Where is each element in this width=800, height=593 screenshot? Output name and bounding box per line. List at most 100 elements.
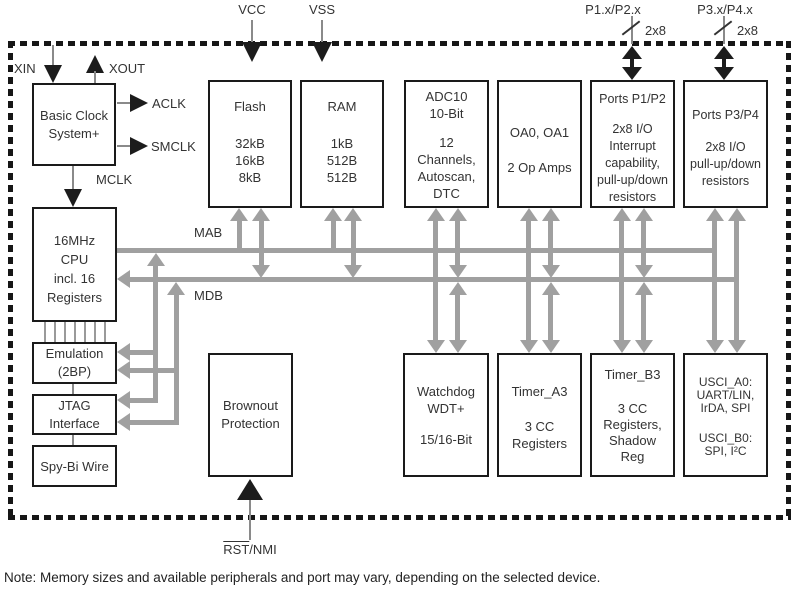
- oa-mdb-arrowhead: [541, 265, 560, 278]
- ram-mdb-arrowhead: [344, 265, 362, 278]
- p34-bus-arrowhead: [727, 208, 746, 221]
- timerb3-bus-arrowhead: [634, 340, 653, 353]
- ram-size-3: 512B: [326, 170, 358, 185]
- usci-mab-arrowhead: [705, 340, 724, 353]
- watchdog-mab-arrowhead: [426, 340, 445, 353]
- emulation-line2: (2BP): [57, 364, 92, 379]
- p3x-p4x-width-label: 2x8: [737, 23, 758, 38]
- xout-arrowhead: [86, 55, 104, 73]
- emu-jtag-mdb-vline: [173, 293, 179, 425]
- ports-p1-p2-line5: pull-up/down: [597, 173, 668, 187]
- mclk-arrowhead: [64, 189, 82, 207]
- timera3-mdb-line: [548, 293, 553, 343]
- flash-title: Flash: [234, 99, 266, 114]
- ram-mab-arrowhead: [324, 208, 342, 221]
- cpu-line4: Registers: [47, 290, 102, 305]
- usci-line3: IrDA, SPI: [700, 401, 751, 415]
- flash-mab-arrowhead: [230, 208, 248, 221]
- flash-mab-line: [236, 219, 242, 253]
- timer-a3-line1: Timer_A3: [511, 384, 568, 399]
- ram-size-2: 512B: [326, 153, 358, 168]
- chip-border-left: [8, 41, 13, 520]
- timer-a3-block: Timer_A3 3 CC Registers: [497, 353, 582, 477]
- timerb3-mab-arrowhead: [612, 340, 631, 353]
- emulation-branch-1: [126, 350, 158, 355]
- mdb-label: MDB: [194, 288, 223, 303]
- cpu-block: 16MHz CPU incl. 16 Registers: [32, 207, 117, 322]
- usci-block: USCI_A0: UART/LIN, IrDA, SPI USCI_B0: SP…: [683, 353, 768, 477]
- ports-p1-p2-line4: capability,: [605, 156, 660, 170]
- timera3-mdb-arrowhead: [541, 282, 560, 295]
- watchdog-line1: Watchdog: [416, 384, 476, 399]
- flash-mdb-line: [258, 219, 264, 267]
- emulation-arrowhead-1: [117, 343, 130, 361]
- oa-mab-arrowhead: [519, 208, 538, 221]
- jtag-branch-1: [126, 398, 158, 403]
- brownout-line1: Brownout: [223, 398, 278, 413]
- flash-size-2: 16kB: [235, 153, 265, 168]
- p1x-p2x-width-label: 2x8: [645, 23, 666, 38]
- timer-a3-line3: Registers: [512, 436, 567, 451]
- basic-clock-line2: System+: [48, 125, 100, 141]
- usci-line4: USCI_B0:: [698, 431, 753, 445]
- ports-p3-p4-line3: pull-up/down: [690, 157, 761, 171]
- emulation-arrowhead-2: [117, 361, 130, 379]
- p1x-p2x-line: [631, 16, 633, 44]
- basic-clock-block: Basic Clock System+: [32, 83, 116, 166]
- xout-line: [94, 71, 96, 83]
- nmi-label-part: /NMI: [249, 542, 277, 557]
- timera3-mab-arrowhead: [519, 340, 538, 353]
- usci-bus-arrowhead: [727, 340, 746, 353]
- brownout-line2: Protection: [221, 416, 280, 431]
- adc10-line3: 12: [439, 135, 454, 150]
- ram-mdb-line: [350, 219, 356, 267]
- timer-b3-line5: Reg: [620, 449, 645, 464]
- adc10-line6: DTC: [433, 186, 460, 201]
- timer-b3-line2: 3 CC: [617, 401, 648, 416]
- watchdog-line2: WDT+: [427, 401, 465, 416]
- jtag-branch-2: [126, 420, 178, 425]
- ports-p3-p4-title: Ports P3/P4: [692, 108, 759, 122]
- ports-p3-p4-line4: resistors: [701, 174, 750, 188]
- spy-bi-wire-line1: Spy-Bi Wire: [40, 458, 109, 474]
- mclk-line: [72, 166, 74, 191]
- aclk-line: [117, 102, 132, 104]
- ports-p1-p2-title: Ports P1/P2: [599, 92, 666, 106]
- timera3-bus-arrowhead: [541, 340, 560, 353]
- ram-bus-arrowhead: [344, 208, 362, 221]
- xin-label: XIN: [14, 61, 36, 76]
- ports-p3-p4-line2: 2x8 I/O: [705, 140, 746, 154]
- flash-size-1: 32kB: [235, 136, 265, 151]
- smclk-line: [117, 145, 132, 147]
- oa-bus-arrowhead: [541, 208, 560, 221]
- watchdog-mdb-line: [455, 293, 460, 343]
- flash-bus-arrowhead: [252, 208, 270, 221]
- p34-mab-arrowhead: [705, 208, 724, 221]
- emu-jtag-mdb-arrowhead: [167, 282, 185, 295]
- flash-block: Flash 32kB 16kB 8kB: [208, 80, 292, 208]
- ports-p1-p2-line3: Interrupt: [609, 139, 656, 153]
- jtag-line1: JTAG: [58, 397, 91, 413]
- p3x-p4x-label: P3.x/P4.x: [697, 2, 753, 17]
- ports-p3-p4-block: Ports P3/P4 2x8 I/O pull-up/down resisto…: [683, 80, 768, 208]
- usci-line5: SPI, I²C: [704, 444, 747, 458]
- oa-mdb-line: [548, 219, 553, 267]
- emu-jtag-mab-arrowhead: [146, 253, 165, 266]
- p34-usci-mab-line: [712, 219, 717, 343]
- chip-border-top: [8, 41, 791, 46]
- timer-a3-line2: 3 CC: [524, 419, 555, 434]
- smclk-arrowhead: [130, 137, 148, 155]
- op-amps-line1: OA0, OA1: [509, 125, 570, 140]
- oa-timera3-mab-line: [526, 219, 531, 343]
- usci-line2: UART/LIN,: [696, 388, 755, 402]
- spy-bi-wire-block: Spy-Bi Wire: [32, 445, 117, 487]
- p1x-p2x-arrow-shaft: [630, 57, 634, 69]
- adc-mdb-arrowhead: [448, 265, 467, 278]
- timer-b3-line4: Shadow: [609, 433, 656, 448]
- emulation-branch-2: [126, 368, 178, 373]
- ports-p1-p2-line2: 2x8 I/O: [612, 122, 653, 136]
- p3x-p4x-arrow-shaft: [722, 57, 726, 69]
- flash-mdb-arrowhead: [252, 265, 270, 278]
- smclk-label: SMCLK: [151, 139, 196, 154]
